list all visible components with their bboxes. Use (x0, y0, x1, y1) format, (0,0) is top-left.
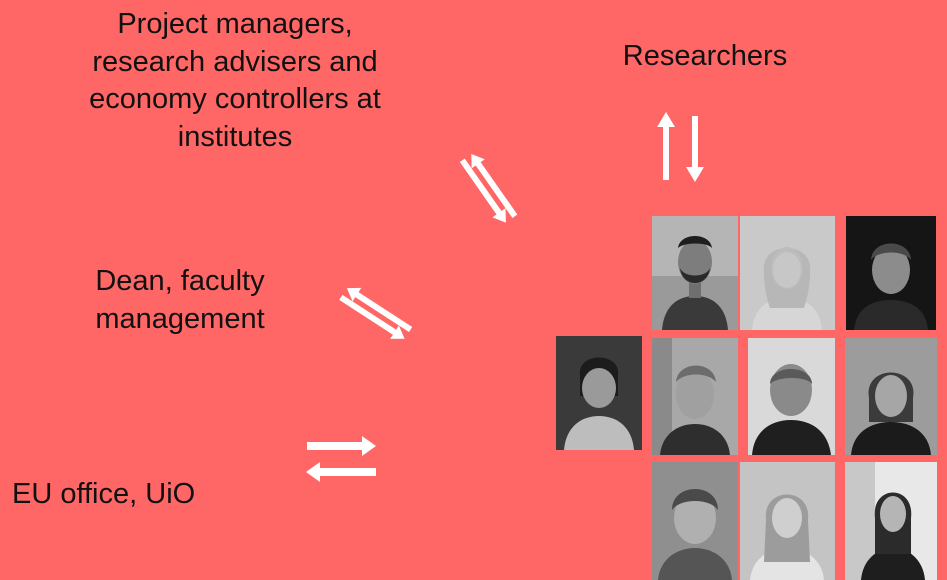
researcher-photo (652, 216, 738, 330)
project-managers-line-1: Project managers, (117, 8, 353, 40)
researcher-photo (740, 216, 835, 330)
researcher-photo (846, 216, 936, 330)
double-arrow-horizontal-icon (306, 436, 376, 482)
project-managers-label: Project managers, research advisers and … (30, 6, 440, 157)
dean-line-1: Dean, faculty (95, 265, 265, 297)
researchers-label: Researchers (622, 40, 788, 72)
dean-line-2: management (95, 302, 265, 335)
researcher-photo (652, 338, 738, 455)
researcher-photo (556, 336, 642, 450)
double-arrow-diagonal-icon (459, 154, 518, 223)
researcher-photo (748, 338, 835, 455)
project-managers-line-4: institutes (177, 121, 293, 154)
project-managers-line-2: research advisers and (92, 45, 378, 78)
double-arrow-diagonal-icon (339, 287, 413, 339)
eu-office-label: EU office, UiO (12, 478, 196, 510)
project-managers-line-3: economy controllers at (89, 83, 381, 116)
dean-label: Dean, faculty management (40, 263, 320, 338)
researcher-photo (652, 462, 738, 580)
researcher-photo (845, 462, 937, 580)
researcher-photo (845, 338, 937, 455)
researcher-photo (740, 462, 835, 580)
double-arrow-vertical-icon (657, 112, 704, 182)
